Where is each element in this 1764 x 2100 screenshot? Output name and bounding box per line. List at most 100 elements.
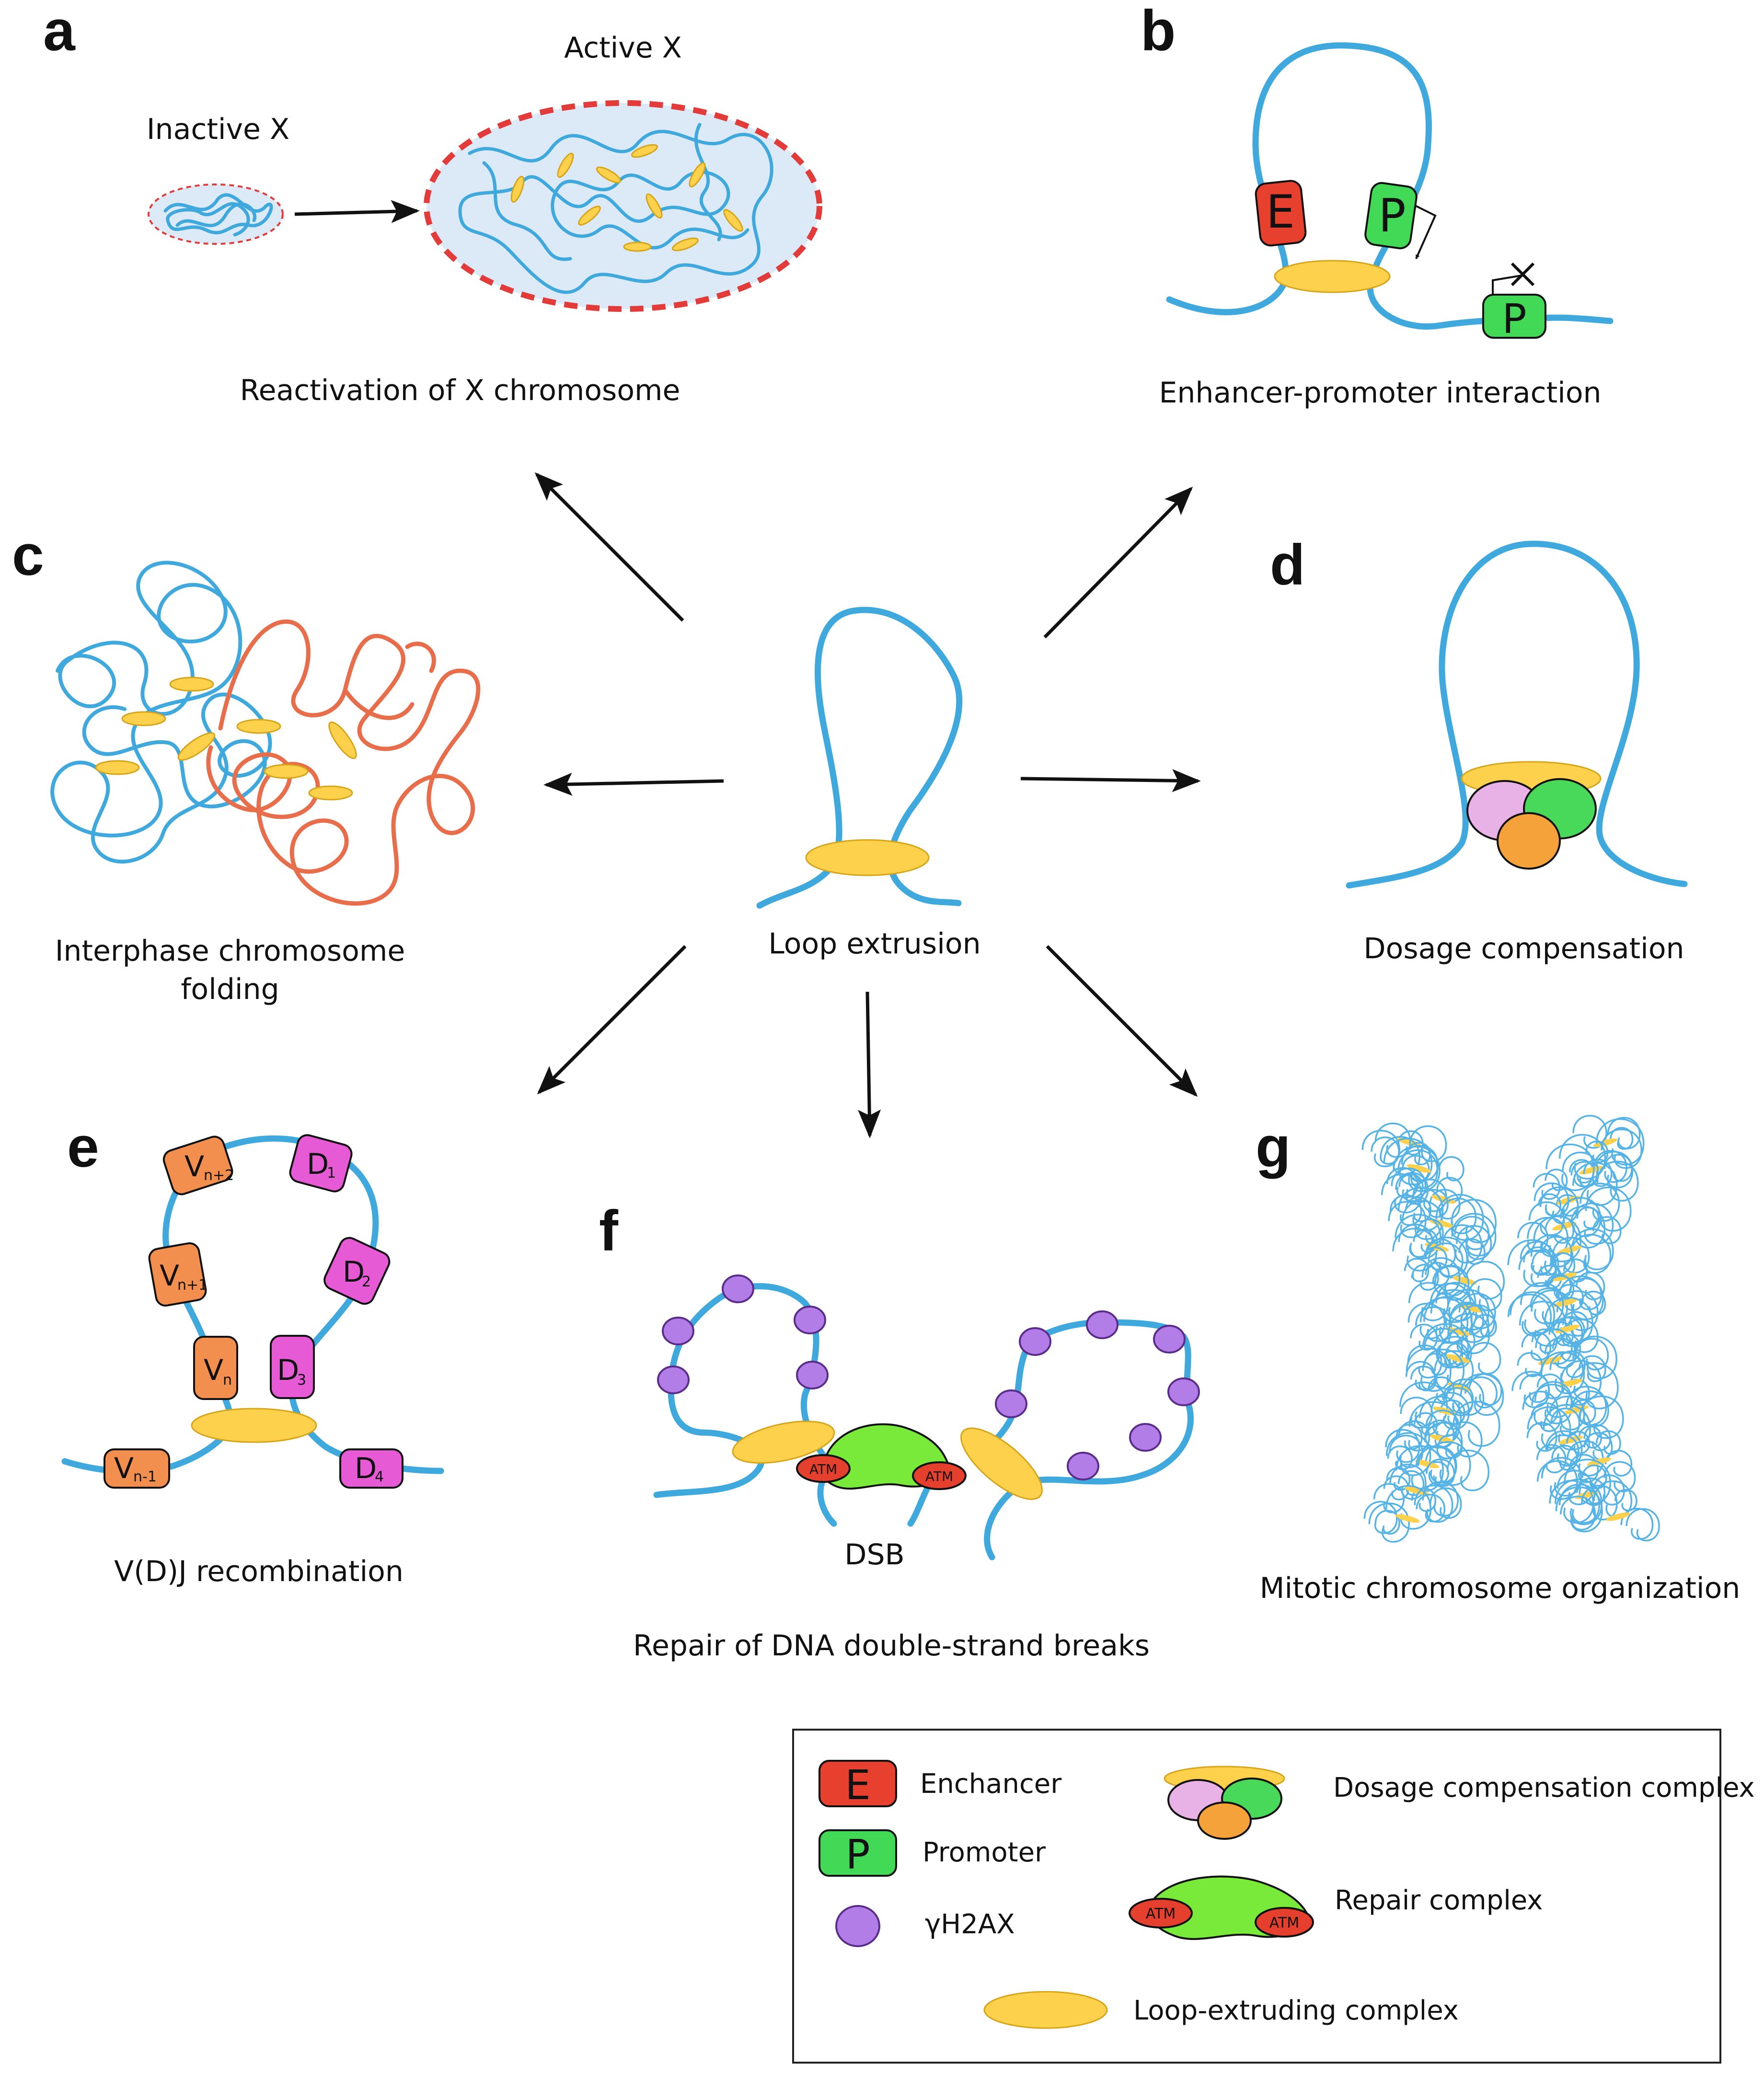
panel-g-caption: Mitotic chromosome organization (1260, 1572, 1741, 1605)
d-segment-4: D 4 (339, 1448, 404, 1489)
mitotic-loop (1410, 1366, 1437, 1391)
panel-e-label: e (67, 1115, 99, 1179)
mitotic-loop (1527, 1406, 1571, 1449)
mitotic-loop (1549, 1396, 1585, 1431)
mitotic-loop (1381, 1173, 1422, 1214)
arrow-to-b (1043, 486, 1193, 639)
mitotic-loop (1413, 1412, 1438, 1436)
panel-c-label: c (12, 523, 44, 587)
panel-e: e V n+2 V n+1 V n V n-1 D 1 (61, 1115, 444, 1588)
panel-c-caption-line1: Interphase chromosome (55, 934, 405, 968)
inactive-x-label: Inactive X (147, 113, 289, 146)
mitotic-loop (1604, 1450, 1633, 1477)
mitotic-cohesin (1415, 1459, 1440, 1469)
legend-enhancer-swatch (819, 1760, 897, 1807)
mitotic-loop (1418, 1189, 1449, 1218)
atm-left (796, 1454, 851, 1483)
enhancer-marker: E (1255, 180, 1307, 247)
mitotic-loop (1562, 1151, 1599, 1187)
mitotic-loop (1540, 1351, 1585, 1394)
mitotic-loop (1408, 1401, 1458, 1449)
dsb-label: DSB (844, 1538, 904, 1572)
mitotic-loop (1385, 1485, 1432, 1530)
legend-loop-extruding: Loop-extruding complex (983, 1991, 1459, 2029)
mitotic-loop (1510, 1291, 1556, 1336)
v-segment-n-minus-1: V n-1 (104, 1448, 170, 1489)
arrow-to-f (858, 991, 881, 1138)
mitotic-loop (1536, 1444, 1567, 1473)
mitotic-loop (1430, 1487, 1462, 1519)
atm-right (912, 1461, 967, 1490)
v-n-plus-2-letter: V (184, 1150, 204, 1183)
mitotic-loop (1549, 1480, 1594, 1524)
v-n-plus-1-sub: n+1 (177, 1277, 208, 1294)
panel-a-caption: Reactivation of X chromosome (240, 374, 680, 407)
promoter-marker-active: P (1364, 182, 1418, 250)
mitotic-loop (1580, 1182, 1620, 1222)
mitotic-loop (1438, 1156, 1464, 1182)
mitotic-loop (1563, 1258, 1588, 1283)
panel-f-cohesin-left (732, 1421, 835, 1464)
arrow-to-d (1020, 769, 1201, 792)
legend-loop-label: Loop-extruding complex (1133, 1995, 1459, 2026)
panel-c-blue-chromosome (50, 561, 272, 864)
panel-f-cohesin-right (960, 1427, 1043, 1500)
mitotic-loop (1425, 1237, 1468, 1279)
blocked-x-icon (1510, 262, 1535, 287)
mitotic-loop (1620, 1508, 1654, 1540)
mitotic-loop (1416, 1493, 1446, 1523)
panel-a: a Inactive X Active X Reactivation of X … (43, 0, 822, 407)
atm-left-label: ATM (809, 1461, 837, 1477)
mitotic-loop (1531, 1402, 1561, 1432)
d2-sub: 2 (362, 1274, 371, 1290)
mitotic-loop (1460, 1373, 1504, 1416)
legend-promoter: P Promoter (819, 1829, 1046, 1879)
mitotic-chromosome (1361, 1115, 1660, 1543)
v-n-minus-1-sub: n-1 (133, 1469, 157, 1485)
mitotic-loop (1458, 1293, 1496, 1330)
center-loop-extrusion: Loop extrusion (756, 607, 981, 961)
mitotic-loop (1389, 1464, 1427, 1500)
mitotic-loop (1571, 1390, 1609, 1427)
mitotic-loop (1595, 1118, 1645, 1166)
mitotic-loop (1520, 1282, 1564, 1325)
mitotic-loop (1523, 1246, 1553, 1276)
legend-enhancer-label: Enchancer (920, 1768, 1062, 1800)
mitotic-loop (1446, 1449, 1490, 1492)
mitotic-loop (1583, 1432, 1613, 1461)
mitotic-loop (1530, 1234, 1574, 1276)
mitotic-loop (1417, 1218, 1444, 1245)
inactive-x-chromatin (163, 193, 273, 237)
mitotic-loop (1385, 1432, 1431, 1476)
v-segment-n-plus-2: V n+2 (162, 1136, 234, 1195)
center-cohesin (805, 839, 930, 876)
legend-repair: ATM ATM Repair complex (1129, 1875, 1543, 1940)
active-x-chromatin (458, 123, 773, 294)
mitotic-loop (1456, 1225, 1492, 1260)
mitotic-loop (1422, 1323, 1469, 1369)
mitotic-cohesin (1606, 1512, 1630, 1521)
mitotic-loop (1607, 1117, 1641, 1149)
mitotic-loop (1438, 1336, 1472, 1369)
mitotic-loop (1562, 1311, 1589, 1337)
enhancer-letter: E (1266, 186, 1295, 239)
d3-sub: 3 (297, 1372, 306, 1389)
mitotic-loop (1585, 1186, 1632, 1232)
mitotic-loop (1413, 1228, 1438, 1253)
mitotic-loop (1552, 1317, 1583, 1347)
mitotic-loop (1544, 1297, 1593, 1345)
legend-promoter-swatch (819, 1829, 897, 1877)
mitotic-loop (1566, 1431, 1591, 1454)
legend-repair-label: Repair complex (1335, 1885, 1543, 1916)
mitotic-loop (1383, 1137, 1433, 1185)
mitotic-loop (1405, 1196, 1431, 1222)
active-x-nucleus (424, 100, 822, 312)
inactive-to-active-arrow (294, 200, 420, 223)
legend-atm-left (1129, 1898, 1193, 1928)
mitotic-loop (1530, 1287, 1568, 1325)
mitotic-loop (1560, 1360, 1602, 1400)
mitotic-loop (1389, 1194, 1422, 1226)
v-n-plus-2-sub: n+2 (204, 1167, 234, 1184)
atm-right-label: ATM (925, 1469, 953, 1484)
